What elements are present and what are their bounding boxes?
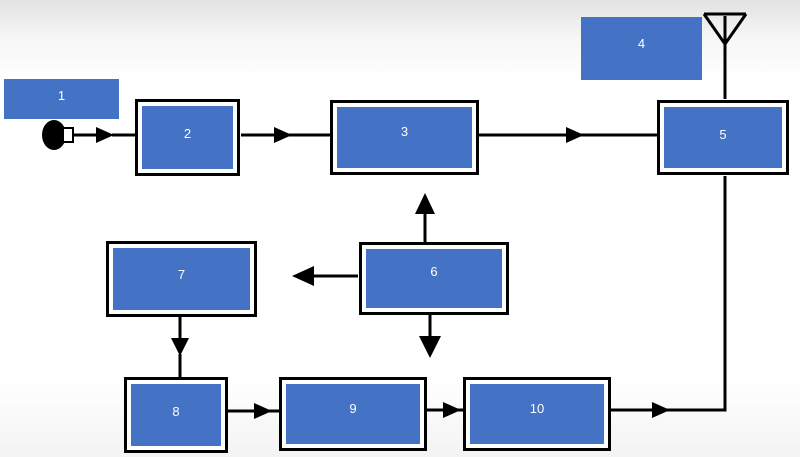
- block-4: 4: [581, 17, 702, 80]
- arrowhead-6-up: [415, 193, 435, 214]
- block-6-label: 6: [430, 264, 438, 279]
- block-3: 3: [330, 100, 479, 175]
- block-5: 5: [657, 100, 789, 175]
- connector-10-5: [610, 176, 727, 412]
- block-7: 7: [106, 241, 257, 317]
- block-5-label: 5: [719, 127, 727, 142]
- block-3-label: 3: [400, 124, 409, 139]
- block-2-label: 2: [183, 126, 192, 141]
- block-1: 1: [4, 79, 119, 119]
- block-8-label: 8: [172, 404, 180, 419]
- microphone-icon: [42, 120, 74, 150]
- arrowhead-mic-2: [96, 127, 114, 143]
- block-9-label: 9: [349, 401, 357, 416]
- block-10-label: 10: [529, 401, 545, 416]
- block-8: 8: [124, 377, 228, 453]
- block-4-label: 4: [637, 36, 646, 51]
- block-7-label: 7: [177, 267, 186, 282]
- arrowhead-10-5: [652, 402, 670, 418]
- arrowhead-3-5: [566, 127, 584, 143]
- arrowhead-2-3: [274, 127, 292, 143]
- arrowhead-9-10: [443, 402, 461, 418]
- arrowhead-6-left: [292, 266, 314, 286]
- antenna-icon: [702, 12, 748, 99]
- arrowhead-6-down: [419, 336, 441, 358]
- block-10: 10: [463, 377, 611, 451]
- arrowhead-7-8: [171, 338, 189, 356]
- block-1-label: 1: [57, 88, 66, 103]
- block-9: 9: [279, 377, 427, 451]
- arrowhead-8-9: [254, 403, 272, 419]
- block-2: 2: [135, 99, 240, 176]
- block-6: 6: [359, 242, 509, 315]
